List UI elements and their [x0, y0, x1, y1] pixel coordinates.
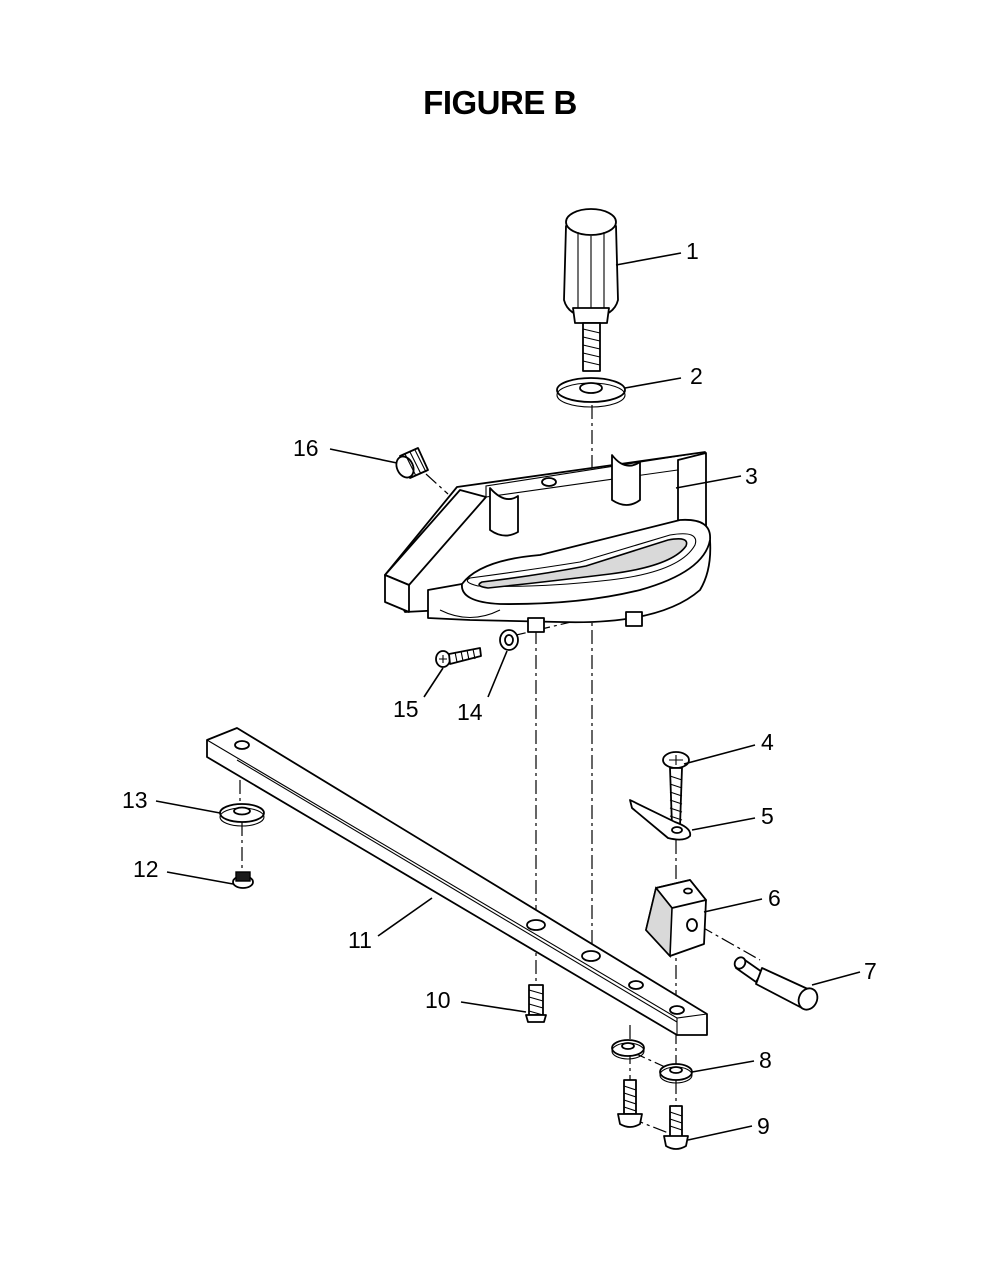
- washer-part-2: [556, 377, 626, 408]
- callout-3: 3: [745, 463, 758, 489]
- miter-body-part-3: [384, 451, 712, 633]
- stop-block-part-6: [645, 879, 707, 958]
- callout-7: 7: [864, 958, 877, 984]
- screws-part-9: [617, 1079, 689, 1150]
- leader-lines: [155, 252, 861, 1141]
- knob-part-1: [563, 208, 619, 372]
- callout-8: 8: [759, 1047, 772, 1073]
- callout-5: 5: [761, 803, 774, 829]
- washer-part-13: [219, 803, 265, 827]
- screw-part-4: [662, 751, 690, 827]
- callout-labels: 1 2 3 4 5 6 7 8 9 10 11 12 13 14 15 16: [122, 238, 877, 1139]
- washers-part-8: [611, 1039, 693, 1084]
- miter-bar-part-11: [206, 727, 708, 1036]
- callout-4: 4: [761, 729, 774, 755]
- callout-12: 12: [133, 856, 159, 882]
- figure-title: FIGURE B: [423, 84, 577, 121]
- callout-10: 10: [425, 987, 451, 1013]
- pointer-part-5: [629, 799, 692, 841]
- callout-15: 15: [393, 696, 419, 722]
- callout-13: 13: [122, 787, 148, 813]
- callout-6: 6: [768, 885, 781, 911]
- callout-9: 9: [757, 1113, 770, 1139]
- screw-part-10: [525, 984, 547, 1023]
- callout-1: 1: [686, 238, 699, 264]
- callout-11: 11: [348, 927, 372, 953]
- screw-part-15: [435, 647, 482, 668]
- callout-16: 16: [293, 435, 319, 461]
- set-screw-part-16: [395, 447, 429, 479]
- screw-part-12: [232, 871, 254, 889]
- nut-part-14: [499, 629, 519, 651]
- callout-2: 2: [690, 363, 703, 389]
- callout-14: 14: [457, 699, 483, 725]
- pin-part-7: [733, 956, 819, 1011]
